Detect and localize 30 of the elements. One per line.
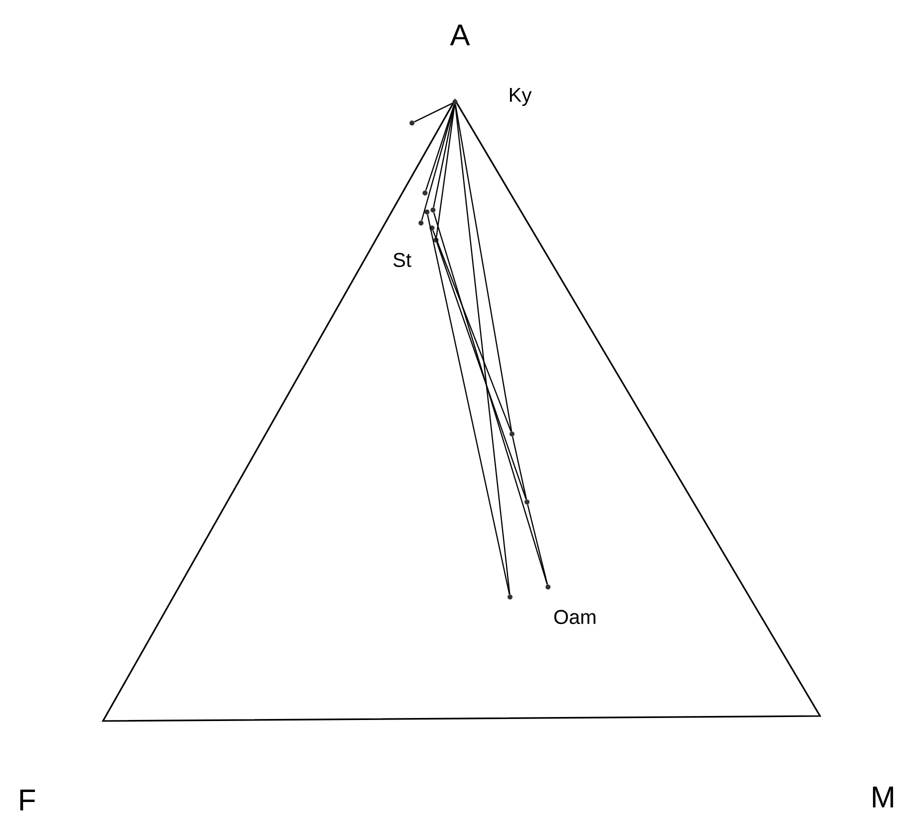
tie-line — [454, 104, 510, 594]
data-point — [524, 500, 530, 504]
tie-line — [426, 214, 510, 594]
data-point — [452, 100, 458, 104]
data-point — [546, 584, 550, 590]
tie-line — [432, 230, 512, 432]
tie-line — [512, 436, 528, 500]
phase-label: Ky — [510, 88, 532, 106]
corner-label: M — [872, 786, 894, 808]
data-point — [418, 220, 424, 226]
data-point — [422, 190, 428, 196]
tie-line — [527, 504, 548, 585]
tie-line — [436, 242, 527, 500]
data-point — [508, 594, 512, 600]
data-point — [510, 432, 514, 436]
tie-line — [421, 104, 455, 221]
tie-line — [436, 104, 456, 238]
phase-label: Oam — [554, 610, 596, 624]
data-point — [424, 210, 430, 214]
tie-line — [425, 104, 455, 191]
data-point — [434, 238, 438, 242]
corner-label: F — [20, 790, 35, 810]
tie-line — [414, 102, 453, 122]
data-point — [430, 208, 436, 212]
corner-label: A — [450, 24, 470, 46]
tie-line — [454, 104, 512, 432]
phase-label: St — [393, 252, 412, 268]
data-point — [430, 226, 434, 230]
tie-line — [433, 212, 548, 585]
data-point — [410, 120, 414, 126]
